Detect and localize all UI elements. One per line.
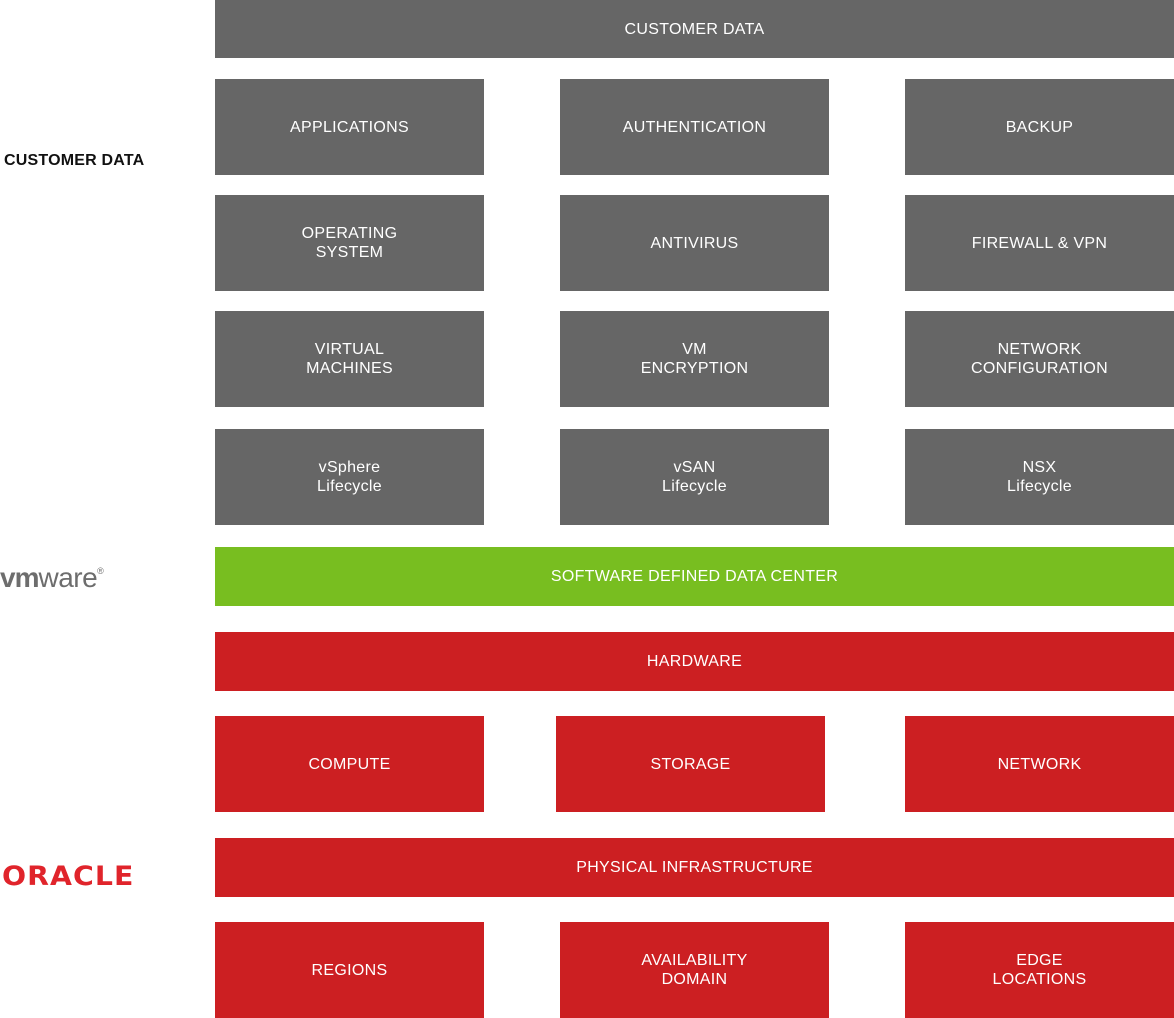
vmware-logo-vm: vm	[0, 562, 39, 593]
backup-box: BACKUP	[905, 79, 1174, 175]
vmware-logo: vmware®	[0, 562, 104, 594]
availability-domain-box: AVAILABILITY DOMAIN	[560, 922, 829, 1018]
vsan-lifecycle-box: vSAN Lifecycle	[560, 429, 829, 525]
virtual-machines-box: VIRTUAL MACHINES	[215, 311, 484, 407]
compute-box: COMPUTE	[215, 716, 484, 812]
nsx-lifecycle-box: NSX Lifecycle	[905, 429, 1174, 525]
customer-data-header: CUSTOMER DATA	[215, 0, 1174, 58]
network-configuration-box: NETWORK CONFIGURATION	[905, 311, 1174, 407]
applications-box: APPLICATIONS	[215, 79, 484, 175]
network-box: NETWORK	[905, 716, 1174, 812]
oracle-logo: ORACLE	[2, 861, 135, 892]
physical-infrastructure-bar: PHYSICAL INFRASTRUCTURE	[215, 838, 1174, 897]
vmware-logo-ware: ware	[38, 562, 98, 593]
customer-data-label: CUSTOMER DATA	[4, 152, 145, 169]
vsphere-lifecycle-box: vSphere Lifecycle	[215, 429, 484, 525]
storage-box: STORAGE	[556, 716, 825, 812]
edge-locations-box: EDGE LOCATIONS	[905, 922, 1174, 1018]
authentication-box: AUTHENTICATION	[560, 79, 829, 175]
regions-box: REGIONS	[215, 922, 484, 1018]
vmware-logo-mark: ®	[97, 566, 104, 576]
vm-encryption-box: VM ENCRYPTION	[560, 311, 829, 407]
firewall-vpn-box: FIREWALL & VPN	[905, 195, 1174, 291]
antivirus-box: ANTIVIRUS	[560, 195, 829, 291]
sddc-bar: SOFTWARE DEFINED DATA CENTER	[215, 547, 1174, 606]
operating-system-box: OPERATING SYSTEM	[215, 195, 484, 291]
hardware-bar: HARDWARE	[215, 632, 1174, 691]
